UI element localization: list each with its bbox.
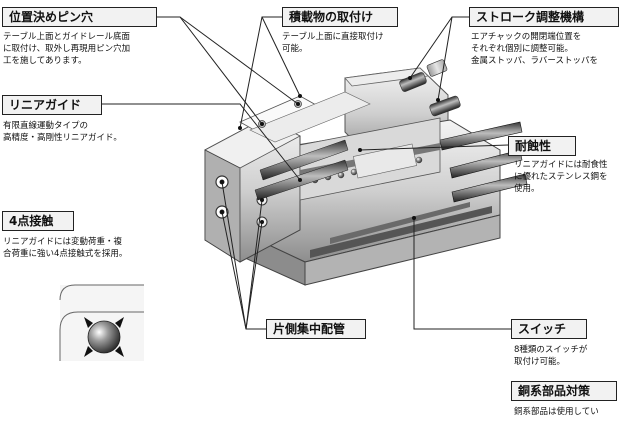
positioning-pin-desc-line: テーブル上面とガイドレール底面	[3, 32, 130, 42]
ball-contact-detail	[59, 284, 144, 361]
mounting-desc: テーブル上面に直接取付け 可能。	[282, 31, 384, 55]
positioning-pin-desc: テーブル上面とガイドレール底面 に取付け、取外し再現用ピン穴加 工を施してありま…	[3, 31, 130, 67]
switch-title: スイッチ	[511, 319, 587, 339]
stroke-adjust-desc-line: エアチャックの開閉端位置を	[471, 32, 582, 42]
switch-desc-line: 8種類のスイッチが	[514, 345, 588, 355]
four-point-title: 4点接触	[2, 211, 74, 231]
mounting-desc-line: テーブル上面に直接取付け	[282, 32, 384, 42]
copper-desc-line: 銅系部品は使用してい	[514, 407, 599, 417]
positioning-pin-desc-line: に取付け、取外し再現用ピン穴加	[3, 44, 131, 54]
copper-title: 銅系部品対策	[511, 381, 617, 401]
linear-guide-desc-line: 有限直線運動タイプの	[3, 121, 89, 131]
linear-guide-desc: 有限直線運動タイプの 高精度・高剛性リニアガイド。	[3, 120, 122, 144]
piping-title: 片側集中配管	[266, 319, 366, 339]
stroke-adjust-title: ストローク調整機構	[469, 7, 619, 27]
positioning-pin-desc-line: 工を施してあります。	[3, 56, 87, 66]
corrosion-title: 耐蝕性	[508, 136, 576, 156]
switch-desc: 8種類のスイッチが 取付け可能。	[514, 344, 587, 368]
stroke-adjust-desc-line: 金属ストッパ、ラバーストッパを	[471, 56, 598, 66]
switch-desc-line: 取付け可能。	[514, 357, 566, 367]
four-point-desc-line: リニアガイドには変動荷重・複	[3, 237, 123, 247]
corrosion-desc-line: に優れたステンレス鋼を	[514, 172, 608, 182]
linear-guide-desc-line: 高精度・高剛性リニアガイド。	[3, 133, 122, 143]
corrosion-desc-line: 使用。	[514, 184, 540, 194]
positioning-pin-title: 位置決めピン穴	[2, 7, 157, 27]
mounting-desc-line: 可能。	[282, 44, 308, 54]
linear-guide-title: リニアガイド	[2, 95, 102, 115]
leader-lines	[102, 16, 511, 330]
mounting-title: 積載物の取付け	[282, 7, 398, 27]
corrosion-desc: リニアガイドには耐食性 に優れたステンレス鋼を 使用。	[514, 159, 608, 195]
copper-desc: 銅系部品は使用してい	[514, 406, 599, 418]
leader-dots	[220, 76, 440, 224]
four-point-desc-line: 合荷重に強い4点接触式を採用。	[3, 249, 128, 259]
gripper-illustration	[204, 59, 528, 286]
four-point-desc: リニアガイドには変動荷重・複 合荷重に強い4点接触式を採用。	[3, 236, 127, 260]
corrosion-desc-line: リニアガイドには耐食性	[514, 160, 608, 170]
stroke-adjust-desc: エアチャックの開閉端位置を それぞれ個別に調整可能。 金属ストッパ、ラバーストッ…	[471, 31, 598, 67]
stroke-adjust-desc-line: それぞれ個別に調整可能。	[471, 44, 574, 54]
